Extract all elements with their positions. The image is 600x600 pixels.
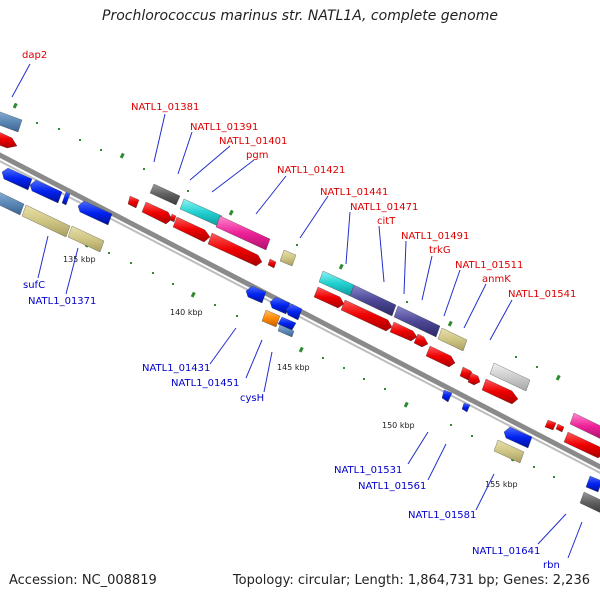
gene-bar [493,439,525,464]
gene-bar [349,284,397,317]
label-natl1-01581: NATL1_01581 [408,510,476,521]
gene-arrow [441,389,453,403]
label-natl1-01451: NATL1_01451 [171,378,239,389]
label-anmk: anmK [482,274,511,285]
gene-arrow [61,191,71,206]
gene-bar [579,491,600,513]
gene-bar [569,412,600,439]
gene-arrow [245,285,267,304]
gene-arrow [267,258,277,269]
scale-label-140: 140 kbp [170,308,203,317]
gene-arrow [425,345,456,368]
label-citt: citT [377,216,396,227]
label-natl1-01391: NATL1_01391 [190,122,258,133]
gene-bar [67,225,105,253]
gene-arrow [544,419,557,431]
gene-arrow [340,299,393,332]
gene-arrow [503,426,533,449]
gene-arrow [313,286,345,309]
gene-bar [149,183,181,206]
gene-arrow [461,402,471,413]
gene-bar [489,362,531,392]
topology-text: Topology: circular; Length: 1,864,731 bp… [232,573,590,588]
gene-arrow [29,179,63,204]
gene-arrow [413,333,429,348]
gene-bar [437,327,468,352]
gene-arrow [0,132,18,149]
gene-bar [277,324,295,338]
gene-bar [0,111,23,133]
reverse-genes [0,167,600,513]
gene-arrow [141,201,173,225]
gene-bar [21,204,71,238]
gene-arrow [467,372,481,386]
scale-labels: 135 kbp 140 kbp 145 kbp 150 kbp 155 kbp [63,255,518,489]
label-natl1-01401: NATL1_01401 [219,136,287,147]
label-natl1-01421: NATL1_01421 [277,165,345,176]
label-natl1-01541: NATL1_01541 [508,289,576,300]
label-pgm: pgm [246,150,268,161]
label-sufc: sufC [23,280,45,291]
label-natl1-01641: NATL1_01641 [472,546,540,557]
gene-bar [261,309,281,328]
label-natl1-01471: NATL1_01471 [350,202,418,213]
gene-arrow [481,378,519,405]
gene-arrow [563,431,600,459]
gene-arrow [285,303,303,321]
label-cysh: cysH [240,393,264,404]
label-natl1-01531: NATL1_01531 [334,465,402,476]
reverse-leader-lines [37,235,583,559]
gene-arrow [269,296,291,315]
label-natl1-01491: NATL1_01491 [401,231,469,242]
scale-label-150: 150 kbp [382,421,415,430]
gene-arrow [389,321,418,342]
label-natl1-01441: NATL1_01441 [320,187,388,198]
gene-arrow [207,232,263,267]
scale-label-155: 155 kbp [485,480,518,489]
gene-arrow [169,213,177,223]
gene-arrow [1,167,33,191]
gene-bar [279,249,297,267]
tick-track-outer [12,102,561,381]
label-rbn: rbn [543,560,560,571]
accession-text: Accession: NC_008819 [9,573,157,588]
label-natl1-01431: NATL1_01431 [142,363,210,374]
gene-bar [393,305,441,338]
scale-label-145: 145 kbp [277,363,310,372]
label-natl1-01561: NATL1_01561 [358,481,426,492]
label-trkg: trkG [429,245,451,256]
gene-bar [215,215,271,251]
reverse-labels: sufC NATL1_01371 NATL1_01431 NATL1_01451… [23,280,560,571]
gene-arrow [585,475,600,493]
label-natl1-01511: NATL1_01511 [455,260,523,271]
forward-leader-lines [11,63,513,341]
gene-arrow [77,200,113,226]
scale-label-135: 135 kbp [63,255,96,264]
label-natl1-01381: NATL1_01381 [131,102,199,113]
label-dap2: dap2 [22,50,47,61]
gene-bar [0,192,25,216]
label-natl1-01371: NATL1_01371 [28,296,96,307]
forward-genes [0,111,600,459]
gene-arrow [127,195,140,209]
figure-title: Prochlorococcus marinus str. NATL1A, com… [102,8,498,24]
forward-labels: dap2 NATL1_01381 NATL1_01391 NATL1_01401… [22,50,576,300]
gene-arrow [555,423,565,433]
gene-arrow [172,216,211,243]
